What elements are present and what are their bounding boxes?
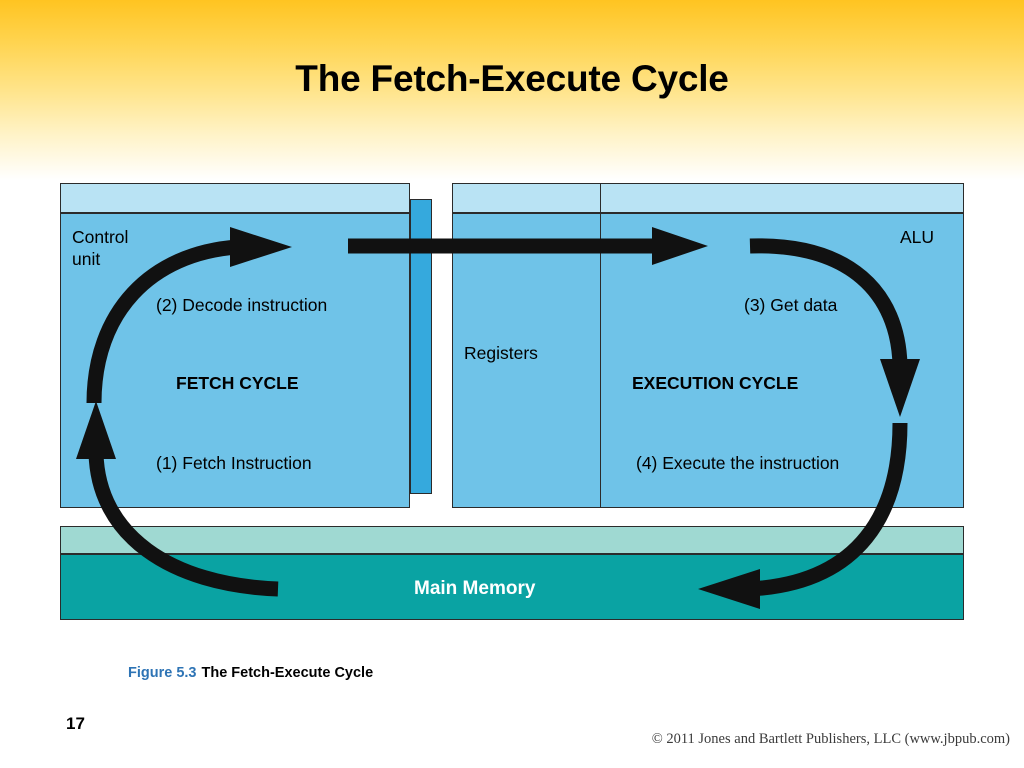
registers-block-top-face <box>452 183 607 213</box>
registers-label: Registers <box>464 343 538 363</box>
registers-block-front-face <box>452 213 607 508</box>
right-block-top-face <box>600 183 964 213</box>
alu-label: ALU <box>900 227 935 247</box>
page-number: 17 <box>66 714 85 733</box>
execution-cycle-label: EXECUTION CYCLE <box>632 373 799 393</box>
step1-label: (1) Fetch Instruction <box>156 453 312 473</box>
main-memory-label: Main Memory <box>414 578 536 599</box>
step2-label: (2) Decode instruction <box>156 295 328 315</box>
fetch-cycle-label: FETCH CYCLE <box>176 373 299 393</box>
figure-caption-text: The Fetch-Execute Cycle <box>201 665 374 681</box>
control-unit-label-line1: Control <box>72 227 129 247</box>
step4-label: (4) Execute the instruction <box>636 453 840 473</box>
fetch-execute-diagram: Control unit ALU (2) Decode instruction … <box>60 183 964 620</box>
page-title: The Fetch-Execute Cycle <box>295 58 729 99</box>
figure-number: Figure 5.3 <box>128 665 197 681</box>
arrow-layer <box>76 227 920 609</box>
copyright-notice: © 2011 Jones and Bartlett Publishers, LL… <box>651 731 1010 747</box>
step3-label: (3) Get data <box>744 295 838 315</box>
left-block-top-face <box>60 183 410 213</box>
control-unit-label-line2: unit <box>72 249 101 269</box>
main-memory-top-face <box>60 526 964 554</box>
left-block-right-face <box>410 199 432 494</box>
